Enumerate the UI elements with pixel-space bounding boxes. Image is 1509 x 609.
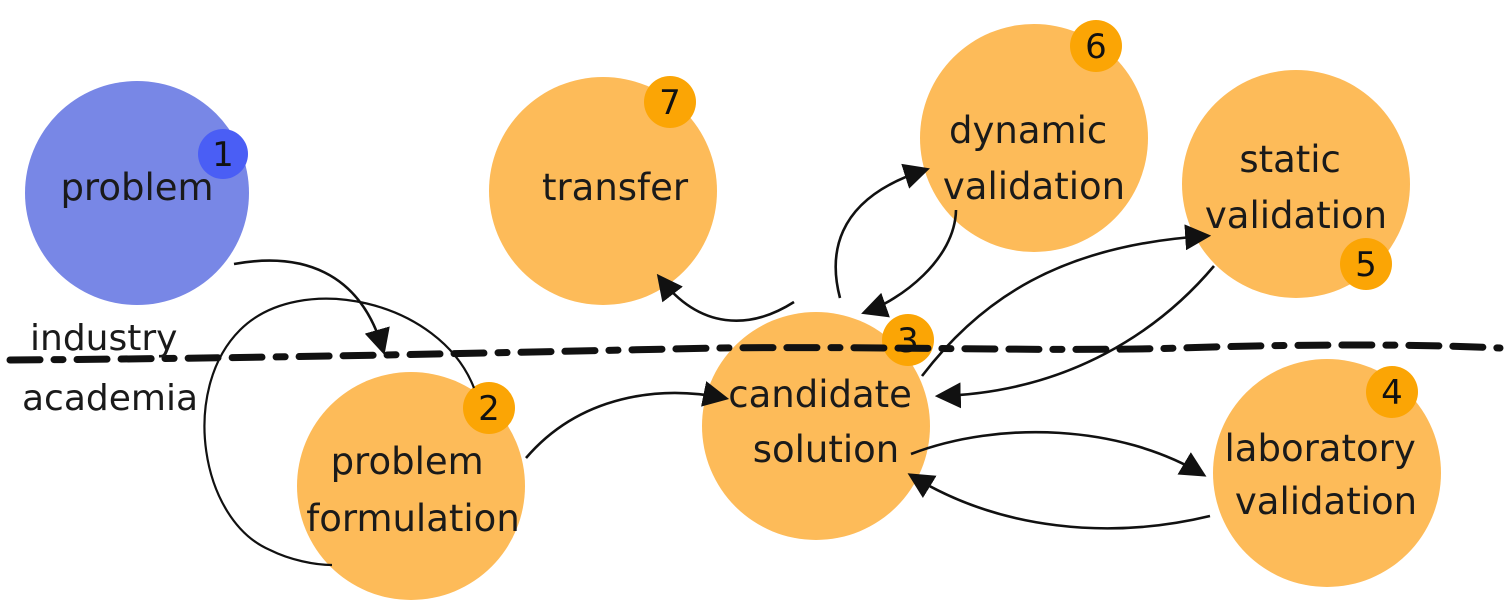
badge-6-circle (1070, 20, 1122, 72)
badge-1-label: 1 (212, 135, 234, 175)
badge-5-label: 5 (1355, 245, 1377, 285)
node-dynamic-validation-circle (920, 24, 1148, 252)
arrow-static-to-candidate (934, 265, 1215, 409)
node-problem-circle (25, 81, 249, 305)
svg-text:laboratory validation: laboratory validation (1225, 427, 1428, 523)
arrow-laboratory-to-candidate (907, 473, 1211, 530)
badge-2-circle (463, 382, 515, 434)
industry-label: industry (30, 318, 177, 359)
node-candidate-solution-circle (702, 312, 930, 540)
svg-text:problem: problem (60, 166, 213, 209)
svg-text:transfer: transfer (542, 166, 689, 209)
node-problem-formulation-circle (297, 372, 525, 600)
arrow-candidate-to-static (920, 224, 1212, 377)
arrow-formulation-to-candidate (525, 381, 730, 459)
node-problem: problem 1 (25, 81, 249, 305)
node-static-validation-label-line-1: static (1239, 138, 1341, 181)
industry-academia-divider (6, 341, 1504, 364)
arrow-problem-to-formulation (233, 259, 390, 355)
node-dynamic-validation: dynamic validation 6 (920, 20, 1148, 252)
node-problem-label-line-1: problem (60, 166, 213, 209)
badge-5-circle (1340, 238, 1392, 290)
arrow-candidate-to-transfer (656, 273, 795, 322)
problem-formulation-refinement-loop (203, 297, 476, 567)
badge-6-label: 6 (1085, 27, 1107, 67)
academia-label: academia (22, 378, 198, 419)
svg-text:dynamic validation: dynamic validation (943, 109, 1125, 208)
svg-text:static validation: static validation (1205, 138, 1387, 237)
node-candidate-solution-label-line-1: candidate (728, 373, 912, 416)
svg-text:candidate solution: candidate solution (728, 373, 923, 471)
node-transfer: transfer 7 (489, 76, 717, 305)
badge-7-circle (644, 76, 696, 128)
node-transfer-label-line-1: transfer (542, 166, 689, 209)
node-laboratory-validation-label-line-2: validation (1235, 480, 1417, 523)
badge-4-label: 4 (1381, 373, 1403, 413)
node-static-validation-label-line-2: validation (1205, 194, 1387, 237)
node-laboratory-validation: laboratory validation 4 (1213, 359, 1441, 587)
badge-3-circle (882, 314, 934, 366)
arrow-candidate-to-laboratory (910, 430, 1207, 477)
arrow-dynamic-to-candidate (861, 209, 958, 318)
node-transfer-circle (489, 77, 717, 305)
badge-1-circle (198, 129, 248, 179)
node-dynamic-validation-label-line-1: dynamic (949, 109, 1107, 152)
node-problem-formulation-label-line-2: formulation (306, 497, 520, 540)
arrow-candidate-to-dynamic (834, 163, 930, 299)
badge-3-label: 3 (897, 321, 919, 361)
node-problem-formulation: problem formulation 2 (297, 372, 525, 600)
badge-4-circle (1366, 366, 1418, 418)
node-candidate-solution-label-line-2: solution (753, 428, 900, 471)
svg-text:problem formulation: problem formulation (306, 440, 520, 540)
badge-7-label: 7 (659, 83, 681, 123)
node-laboratory-validation-label-line-1: laboratory (1225, 427, 1416, 470)
node-static-validation: static validation 5 (1182, 70, 1410, 298)
node-problem-formulation-label-line-1: problem (331, 440, 484, 483)
node-candidate-solution: candidate solution 3 (702, 312, 934, 540)
badge-2-label: 2 (478, 389, 500, 429)
node-static-validation-circle (1182, 70, 1410, 298)
node-dynamic-validation-label-line-2: validation (943, 165, 1125, 208)
